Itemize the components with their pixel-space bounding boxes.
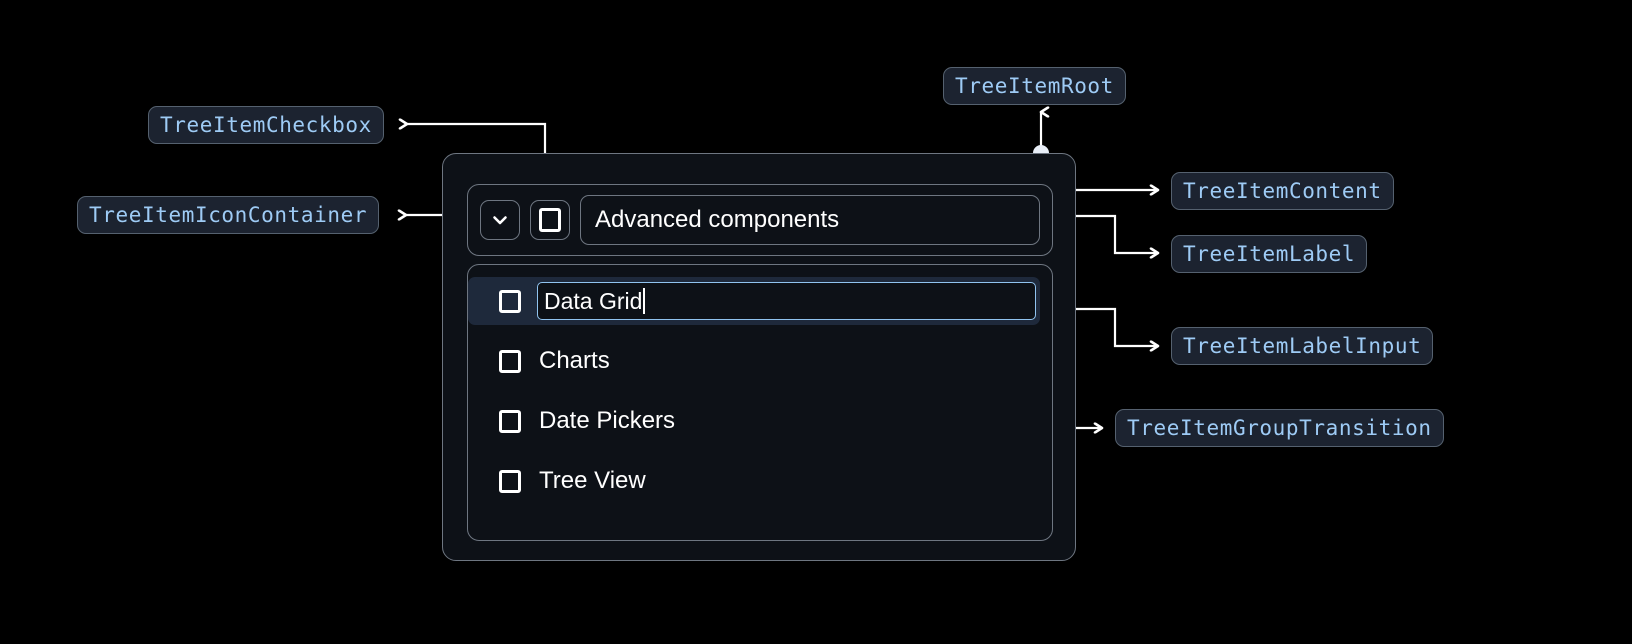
checkbox-square-icon[interactable] — [499, 409, 521, 433]
checkbox-square-icon[interactable] — [499, 289, 521, 313]
checkbox-square-icon[interactable] — [499, 469, 521, 493]
text-caret — [643, 288, 646, 314]
badge-tree-item-group-transition: TreeItemGroupTransition — [1115, 409, 1444, 447]
tree-item-group-transition: Data Grid Charts Date Pickers Tree View — [467, 264, 1053, 541]
tree-item-child-date-pickers[interactable]: Date Pickers — [468, 397, 1052, 445]
badge-tree-item-content: TreeItemContent — [1171, 172, 1394, 210]
badge-tree-item-label: TreeItemLabel — [1171, 235, 1368, 273]
tree-item-label-input[interactable]: Data Grid — [537, 282, 1036, 320]
tree-item-child-charts[interactable]: Charts — [468, 337, 1052, 385]
tree-item-label-input-value: Data Grid — [544, 287, 643, 314]
tree-item-label: Date Pickers — [539, 407, 676, 434]
badge-tree-item-root: TreeItemRoot — [943, 67, 1126, 105]
tree-item-child-data-grid[interactable]: Data Grid — [468, 277, 1040, 325]
tree-item-root: Advanced components Data Grid Charts Dat… — [442, 153, 1076, 561]
badge-tree-item-icon-container: TreeItemIconContainer — [77, 196, 380, 234]
tree-item-label: Tree View — [539, 467, 646, 494]
tree-item-icon-container[interactable] — [480, 200, 520, 240]
tree-item-label[interactable]: Advanced components — [580, 195, 1040, 245]
tree-item-checkbox[interactable] — [530, 200, 570, 240]
badge-tree-item-label-input: TreeItemLabelInput — [1171, 327, 1434, 365]
tree-item-label: Charts — [539, 347, 610, 374]
tree-item-content[interactable]: Advanced components — [467, 184, 1053, 256]
checkbox-square-icon[interactable] — [499, 349, 521, 373]
chevron-down-icon — [493, 216, 507, 225]
tree-item-label-text: Advanced components — [595, 206, 840, 233]
checkbox-square-icon — [539, 208, 561, 232]
badge-tree-item-checkbox: TreeItemCheckbox — [148, 106, 384, 144]
tree-item-child-tree-view[interactable]: Tree View — [468, 457, 1052, 505]
